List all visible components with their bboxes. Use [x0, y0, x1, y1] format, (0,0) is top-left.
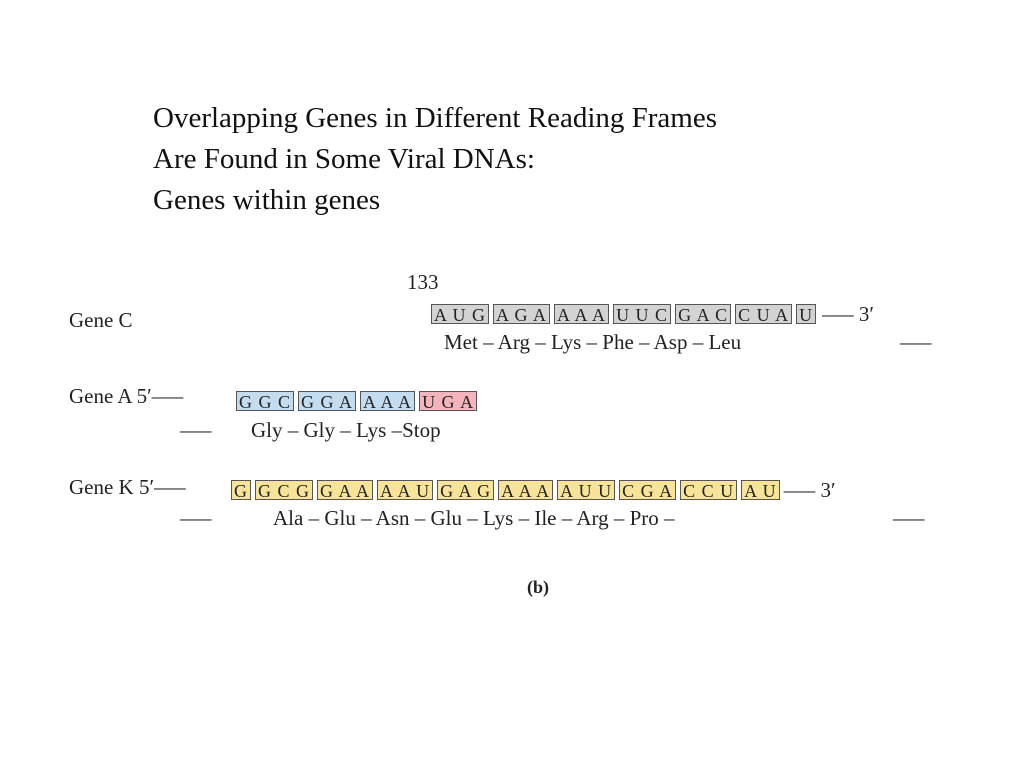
gene-a-codon: G G C [236, 391, 295, 412]
gene-k-sequence: G G C G G A A A A U G A G A A A A U U C … [231, 478, 836, 502]
position-label: 133 [407, 270, 439, 294]
gene-c-codon: A A A [554, 304, 610, 325]
title-line-3: Genes within genes [153, 184, 381, 216]
gene-k-codon: C G A [619, 480, 677, 501]
gene-c-amino-acids: Met – Arg – Lys – Phe – Asp – Leu [444, 330, 742, 354]
gene-a-codon: A A A [360, 391, 416, 412]
gene-a-amino-acids: Gly – Gly – Lys –Stop [251, 418, 441, 442]
gene-k-codon: A U U [557, 480, 616, 501]
gene-c-codon: A G A [493, 304, 551, 325]
gene-k-label: Gene K 5′––– [69, 475, 186, 499]
gene-c-aa-tail: ––– [900, 330, 932, 354]
gene-k-codon: A A U [377, 480, 434, 501]
gene-a-label: Gene A 5′––– [69, 384, 184, 408]
gene-k-amino-acids: Ala – Glu – Asn – Glu – Lys – Ile – Arg … [273, 506, 675, 530]
gene-c-codon: G A C [675, 304, 732, 325]
gene-c-codon: U U C [613, 304, 672, 325]
gene-k-aa-tail: ––– [893, 506, 925, 530]
gene-k-tail: ––– 3′ [783, 478, 836, 502]
title-line-2: Are Found in Some Viral DNAs: [153, 143, 535, 175]
gene-c-codon: C U A [735, 304, 793, 325]
gene-c-label: Gene C [69, 308, 133, 332]
figure-caption: (b) [527, 577, 549, 597]
gene-k-codon: G C G [255, 480, 314, 501]
gene-k-codon: A A A [498, 480, 554, 501]
gene-a-aa-lead: ––– [180, 418, 212, 442]
slide-title: Overlapping Genes in Different Reading F… [153, 98, 717, 221]
gene-k-aa-lead: ––– [180, 506, 212, 530]
gene-a-codon: G G A [298, 391, 357, 412]
gene-k-codon: G A G [437, 480, 495, 501]
gene-c-codon: A U G [431, 304, 490, 325]
gene-k-codon: C C U [680, 480, 738, 501]
gene-k-codon: G [231, 480, 251, 501]
gene-c-tail: ––– 3′ [822, 302, 874, 326]
gene-k-codon: G A A [317, 480, 374, 501]
title-line-1: Overlapping Genes in Different Reading F… [153, 102, 717, 134]
gene-a-sequence: G G C G G A A A A U G A [236, 391, 481, 412]
gene-c-sequence: A U G A G A A A A U U C G A C C U A U ––… [431, 302, 874, 326]
gene-a-stop-codon: U G A [419, 391, 478, 412]
gene-c-codon: U [796, 304, 817, 325]
gene-k-codon: A U [741, 480, 780, 501]
